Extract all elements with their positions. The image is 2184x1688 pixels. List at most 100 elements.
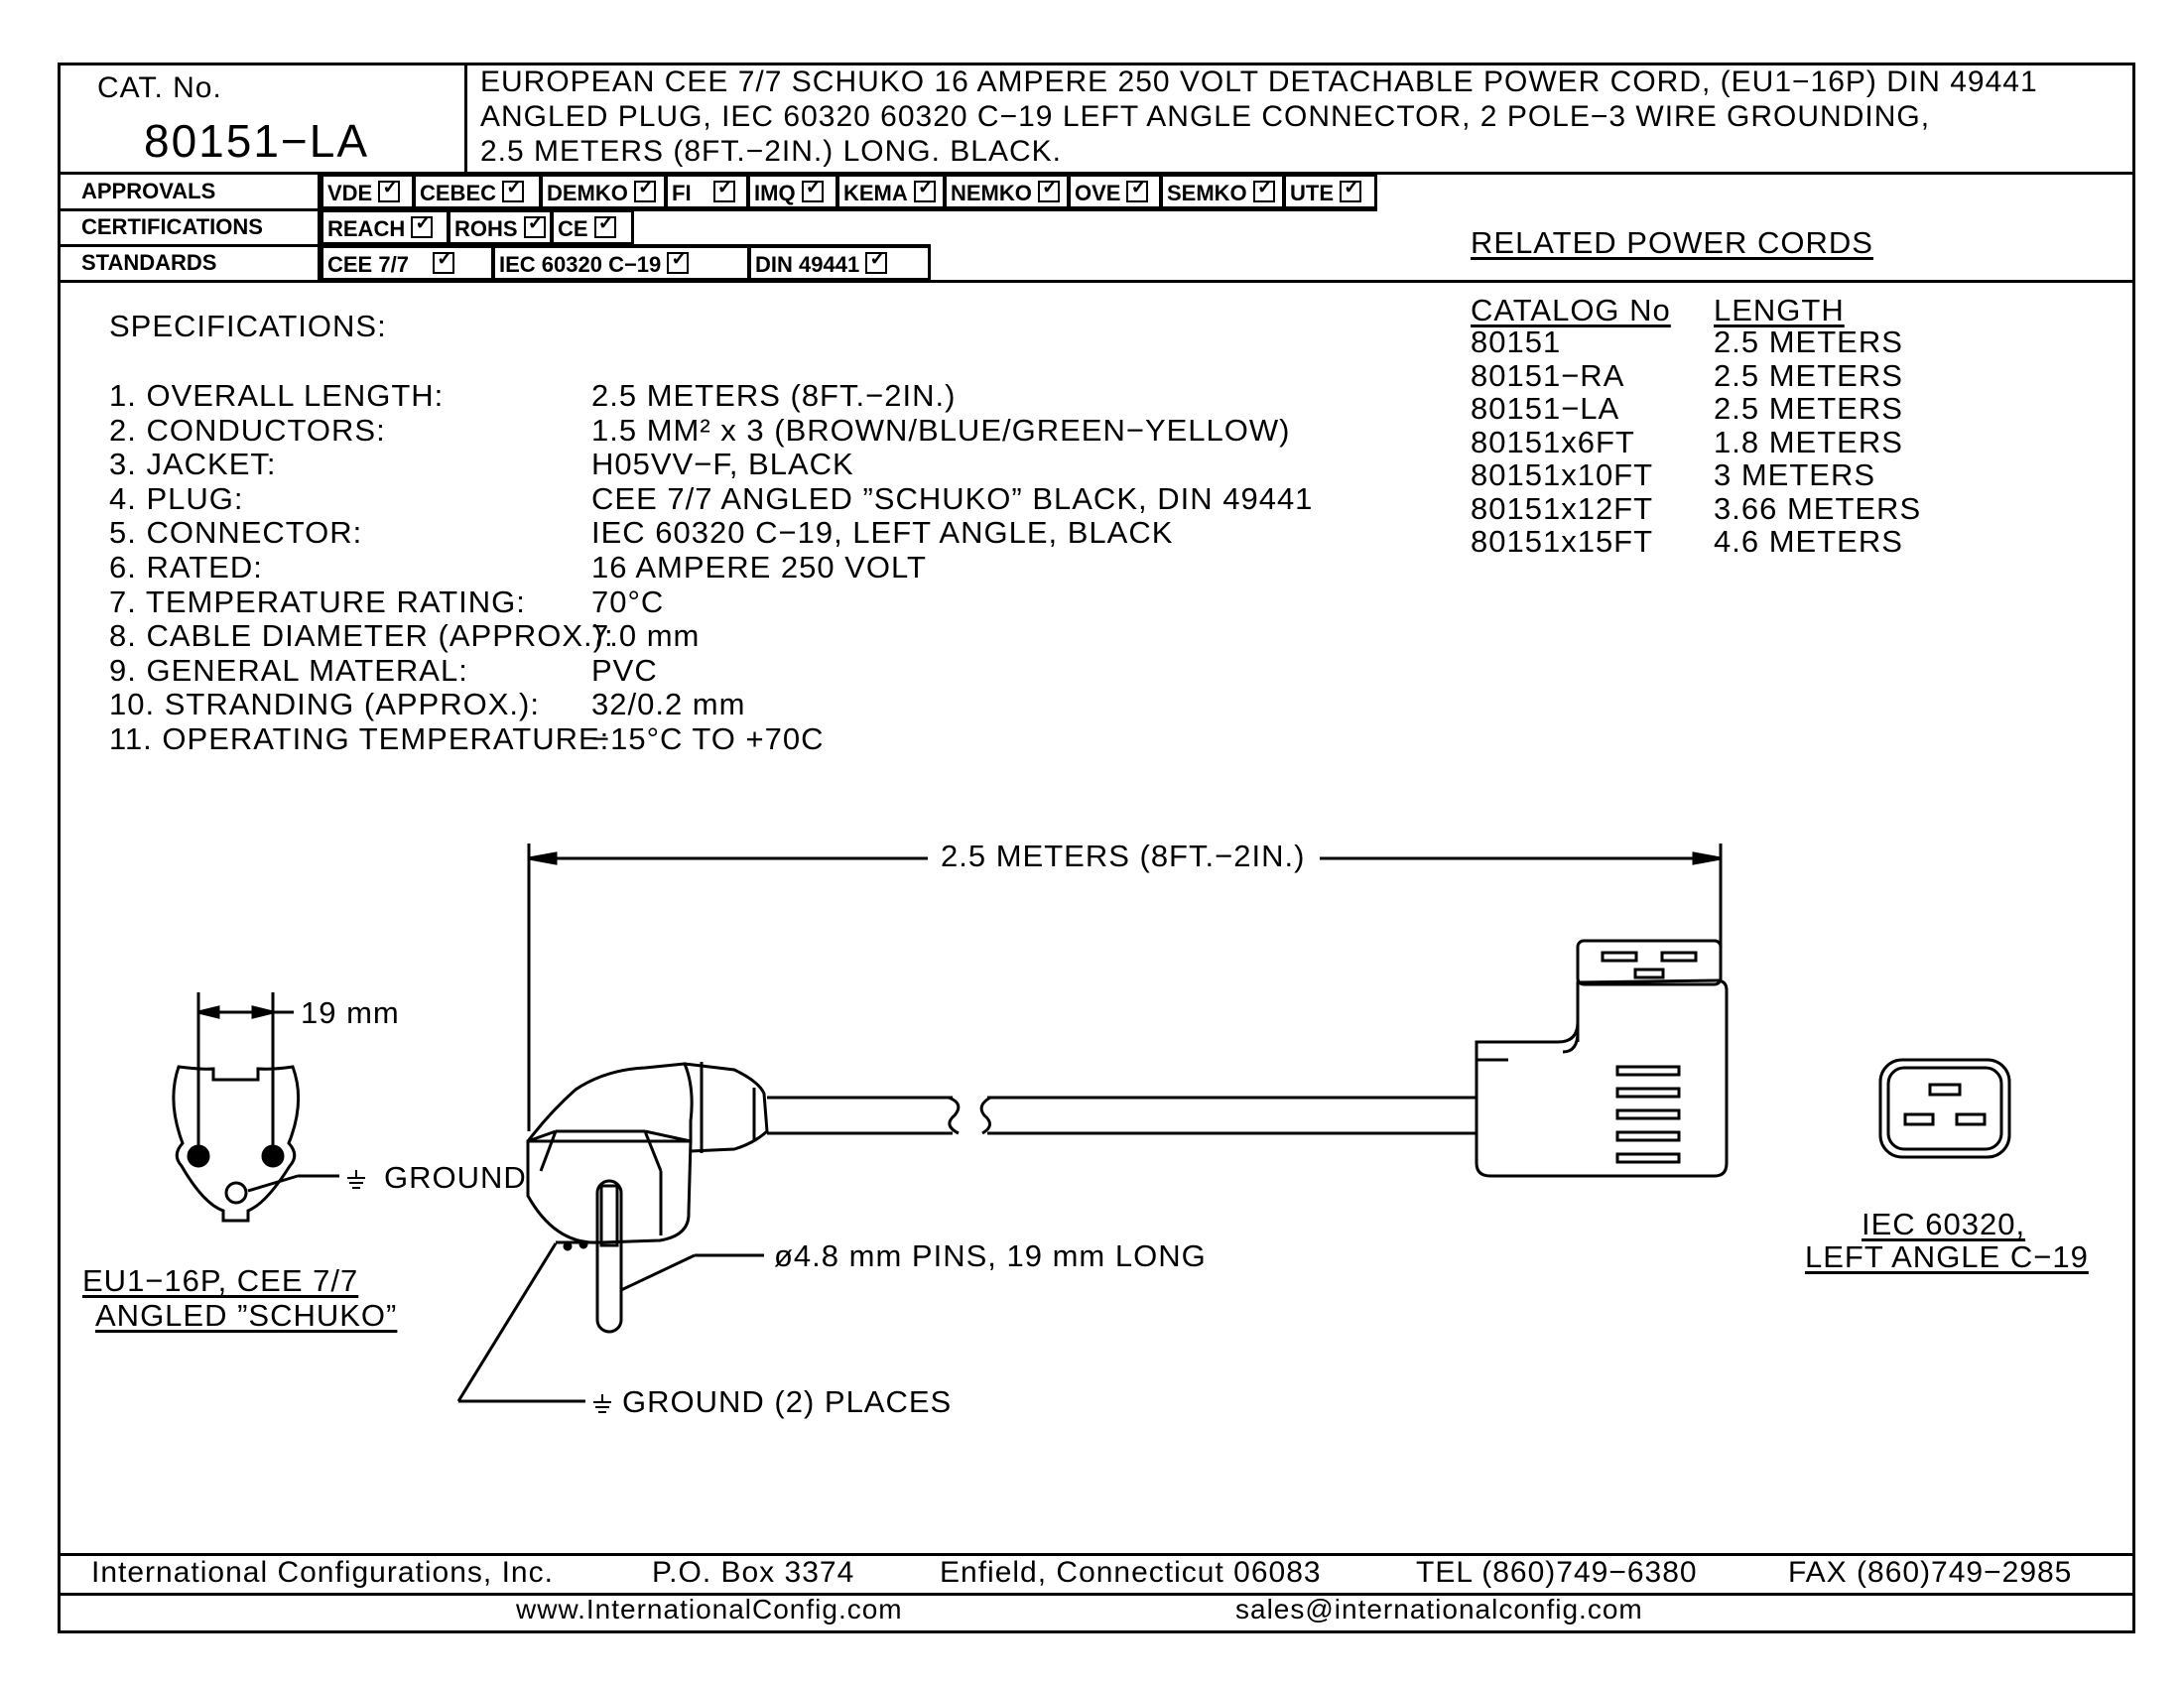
approval-semko-label: SEMKO bbox=[1167, 181, 1247, 205]
related-length: 3 METERS bbox=[1714, 457, 1876, 492]
spec-label: 7. TEMPERATURE RATING: bbox=[109, 584, 526, 619]
title-block-vertical bbox=[464, 63, 467, 174]
spec-label: 3. JACKET: bbox=[109, 447, 277, 482]
footer-divider bbox=[58, 1553, 2135, 1556]
connector-caption-2: LEFT ANGLE C−19 bbox=[1805, 1240, 2089, 1274]
spec-value: −15°C TO +70C bbox=[591, 721, 825, 756]
standards-label: STANDARDS bbox=[81, 250, 217, 275]
spec-label: 4. PLUG: bbox=[109, 480, 244, 516]
checkbox-checked-icon bbox=[1340, 175, 1361, 202]
approval-fi[interactable]: FI bbox=[665, 174, 749, 209]
pins-label: ø4.8 mm PINS, 19 mm LONG bbox=[774, 1238, 1207, 1273]
related-length: 1.8 METERS bbox=[1714, 424, 1903, 459]
related-title: RELATED POWER CORDS bbox=[1471, 226, 1873, 260]
standard-din49441[interactable]: DIN 49441 bbox=[748, 245, 931, 281]
approval-kema-label: KEMA bbox=[843, 181, 908, 205]
spec-value: 32/0.2 mm bbox=[591, 687, 746, 722]
ground-icon bbox=[347, 1170, 365, 1189]
drawing-sheet bbox=[58, 63, 2135, 1633]
approvals-divider bbox=[58, 208, 1377, 211]
plug-caption-2: ANGLED ”SCHUKO” bbox=[95, 1299, 397, 1333]
checkbox-checked-icon bbox=[667, 246, 690, 274]
spec-label: 5. CONNECTOR: bbox=[109, 515, 363, 551]
spec-value: CEE 7/7 ANGLED ”SCHUKO” BLACK, DIN 49441 bbox=[591, 480, 1314, 516]
approval-demko-label: DEMKO bbox=[547, 181, 628, 205]
schuko-face-view bbox=[172, 992, 339, 1223]
spec-value: 7.0 mm bbox=[591, 618, 701, 654]
ground-places-label: GROUND (2) PLACES bbox=[622, 1384, 953, 1419]
label-column-divider bbox=[318, 172, 321, 281]
related-catalog: 80151x15FT bbox=[1471, 524, 1654, 559]
related-catalog: 80151x12FT bbox=[1471, 490, 1654, 526]
related-col-catalog: CATALOG No bbox=[1471, 294, 1671, 327]
approval-demko[interactable]: DEMKO bbox=[540, 174, 667, 209]
approval-cebec[interactable]: CEBEC bbox=[413, 174, 542, 209]
approvals-label: APPROVALS bbox=[81, 179, 216, 203]
checkbox-checked-icon bbox=[502, 175, 525, 202]
approval-vde-label: VDE bbox=[327, 181, 373, 205]
certification-ce-label: CE bbox=[558, 216, 588, 241]
certification-rohs[interactable]: ROHS bbox=[448, 209, 553, 245]
footer-company: International Configurations, Inc. bbox=[91, 1556, 554, 1589]
related-length: 4.6 METERS bbox=[1714, 524, 1903, 559]
footer-city: Enfield, Connecticut 06083 bbox=[940, 1556, 1322, 1589]
connector-caption-2-text: LEFT ANGLE C−19 bbox=[1805, 1239, 2089, 1274]
related-catalog: 80151x10FT bbox=[1471, 457, 1654, 492]
spec-value: 1.5 MM² x 3 (BROWN/BLUE/GREEN−YELLOW) bbox=[591, 412, 1291, 448]
checkbox-checked-icon bbox=[523, 210, 546, 238]
connector-caption-1: IEC 60320, bbox=[1862, 1208, 2025, 1241]
spec-value: 16 AMPERE 250 VOLT bbox=[591, 550, 927, 584]
cat-label: CAT. No. bbox=[97, 71, 222, 104]
spec-value: H05VV−F, BLACK bbox=[591, 447, 854, 482]
checkbox-checked-icon bbox=[593, 210, 616, 238]
spec-label: 2. CONDUCTORS: bbox=[109, 412, 386, 448]
footer-website[interactable]: www.InternationalConfig.com bbox=[516, 1594, 903, 1624]
specifications-title: SPECIFICATIONS: bbox=[109, 309, 387, 343]
related-col-length: LENGTH bbox=[1714, 294, 1845, 327]
approval-fi-label: FI bbox=[672, 181, 692, 205]
related-title-text: RELATED POWER CORDS bbox=[1471, 225, 1873, 260]
checkbox-checked-icon bbox=[712, 175, 735, 202]
spec-label: 9. GENERAL MATERAL: bbox=[109, 652, 468, 688]
related-length: 2.5 METERS bbox=[1714, 391, 1903, 426]
title-block-divider bbox=[58, 172, 2135, 175]
standard-cee77[interactable]: CEE 7/7 bbox=[321, 245, 494, 281]
description-line-2: ANGLED PLUG, IEC 60320 60320 C−19 LEFT A… bbox=[480, 100, 1931, 133]
related-col-length-text: LENGTH bbox=[1714, 293, 1845, 327]
approval-ute[interactable]: UTE bbox=[1283, 174, 1377, 209]
footer-po-box: P.O. Box 3374 bbox=[652, 1556, 855, 1589]
approval-nemko[interactable]: NEMKO bbox=[944, 174, 1070, 209]
approval-imq[interactable]: IMQ bbox=[747, 174, 838, 209]
standard-din49441-label: DIN 49441 bbox=[755, 252, 860, 277]
approval-cebec-label: CEBEC bbox=[420, 181, 497, 205]
connector-face-view bbox=[1878, 1058, 2011, 1159]
cat-number: 80151−LA bbox=[144, 115, 370, 167]
description-line-1: EUROPEAN CEE 7/7 SCHUKO 16 AMPERE 250 VO… bbox=[480, 65, 2038, 98]
spec-value: 70°C bbox=[591, 584, 665, 619]
related-catalog: 80151−RA bbox=[1471, 357, 1625, 393]
checkbox-checked-icon bbox=[411, 210, 434, 238]
approval-vde[interactable]: VDE bbox=[321, 174, 415, 209]
footer-divider-2 bbox=[58, 1593, 2135, 1596]
checkbox-checked-icon bbox=[913, 175, 936, 202]
plug-caption-2-text: ANGLED ”SCHUKO” bbox=[95, 1298, 398, 1333]
approval-nemko-label: NEMKO bbox=[951, 181, 1032, 205]
checkbox-checked-icon bbox=[1037, 175, 1060, 202]
related-catalog: 80151−LA bbox=[1471, 391, 1620, 426]
pin-spacing-label: 19 mm bbox=[301, 995, 400, 1030]
certification-reach[interactable]: REACH bbox=[321, 209, 450, 245]
certification-ce[interactable]: CE bbox=[551, 209, 634, 245]
checkbox-checked-icon bbox=[865, 246, 888, 274]
footer-fax: FAX (860)749−2985 bbox=[1788, 1556, 2073, 1589]
plug-caption-1: EU1−16P, CEE 7/7 bbox=[82, 1264, 358, 1298]
checkbox-checked-icon bbox=[1252, 175, 1275, 202]
length-dimension bbox=[527, 844, 1723, 1131]
spec-label: 10. STRANDING (APPROX.): bbox=[109, 687, 540, 722]
approval-semko[interactable]: SEMKO bbox=[1160, 174, 1285, 209]
related-col-catalog-text: CATALOG No bbox=[1471, 293, 1671, 327]
approval-imq-label: IMQ bbox=[754, 181, 796, 205]
cable-section bbox=[979, 1096, 1477, 1135]
spec-label: 1. OVERALL LENGTH: bbox=[109, 378, 445, 413]
footer-email[interactable]: sales@internationalconfig.com bbox=[1235, 1594, 1643, 1624]
